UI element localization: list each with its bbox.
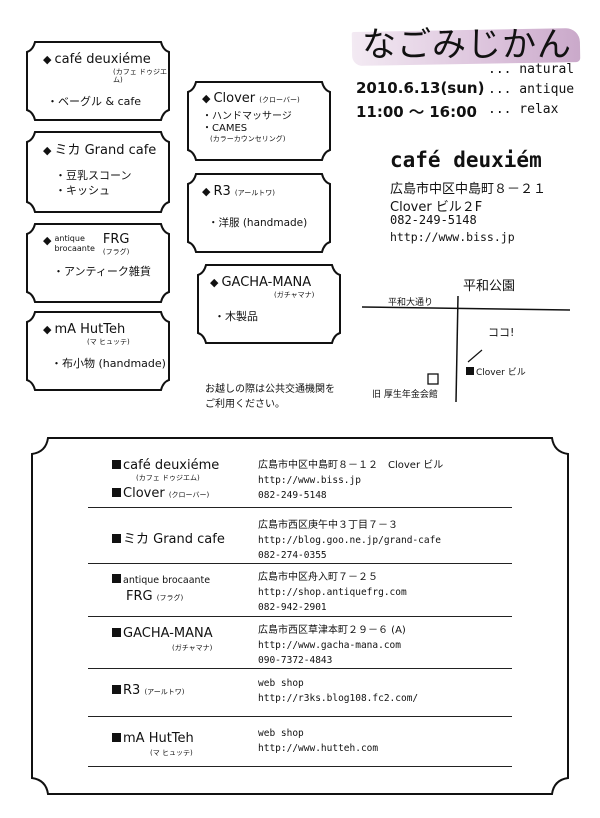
divider	[88, 507, 512, 508]
shop-name: R3	[213, 184, 231, 199]
tagline-natural: ... natural	[488, 62, 575, 77]
dir-name-mika: ミカ Grand cafe	[112, 532, 225, 548]
divider	[88, 563, 512, 564]
event-title: なごみじかん	[362, 25, 572, 65]
shop-tag-mika-grand-cafe: ◆ミカ Grand cafe ・豆乳スコーン ・キッシュ	[25, 130, 171, 214]
shop-item: ・ベーグル & cafe	[47, 95, 141, 108]
venue-phone: 082-249-5148	[390, 213, 477, 227]
map-building-label: Clover ビル	[476, 368, 526, 378]
map-park-label: 平和公園	[463, 279, 516, 294]
shop-item: ・豆乳スコーン	[55, 169, 132, 182]
venue-address: 広島市中区中島町８－２１	[390, 182, 547, 197]
map-here-label: ココ!	[488, 326, 515, 339]
shop-tag-cafe-deuxieme: ◆café deuxiéme (カフェ ドゥジエム) ・ベーグル & cafe	[25, 40, 171, 122]
dir-name-frg: FRG (フラグ)	[126, 589, 184, 604]
shop-name: FRG	[102, 232, 130, 247]
event-time: 11:00 ～ 16:00	[356, 103, 477, 121]
dir-addr-4: 広島市西区草津本町２９－６ (A) http://www.gacha-mana.…	[258, 625, 406, 666]
tagline-antique: ... antique	[488, 82, 575, 97]
dir-addr-1: 広島市中区中島町８－１２ Clover ビル http://www.biss.j…	[258, 460, 444, 501]
shop-name: GACHA-MANA	[221, 275, 312, 290]
transport-notice-1: お越しの際は公共交通機関を	[205, 384, 335, 395]
dir-name-cafe-deuxieme: café deuxiéme	[112, 458, 219, 474]
shop-prefix: brocaante	[54, 244, 95, 253]
divider	[88, 616, 512, 617]
shop-item: ・キッシュ	[55, 184, 110, 197]
dir-kana: (マ ヒュッテ)	[150, 749, 193, 757]
shop-tag-ma-hutteh: ◆mA HutTeh (マ ヒュッテ) ・布小物 (handmade)	[25, 310, 171, 392]
dir-name-gacha-mana: GACHA-MANA	[112, 626, 213, 642]
dir-name-clover: Clover (クローバー)	[112, 486, 209, 502]
divider	[88, 766, 512, 767]
dir-addr-3: 広島市中区舟入町７－２５ http://shop.antiquefrg.com …	[258, 572, 407, 613]
dir-name-frg-pre: antique brocaante	[112, 573, 210, 589]
dir-kana: (カフェ ドゥジエム)	[136, 474, 200, 482]
shop-name: Clover	[213, 91, 256, 106]
shop-item: ・ハンドマッサージ	[202, 111, 292, 122]
dir-addr-6: web shop http://www.hutteh.com	[258, 728, 379, 754]
divider	[88, 668, 512, 669]
venue-building: Clover ビル２F	[390, 200, 483, 215]
shop-name: mA HutTeh	[54, 322, 126, 337]
shop-item: ・布小物 (handmade)	[51, 357, 166, 370]
shop-kana: (フラグ)	[102, 248, 130, 256]
event-date: 2010.6.13(sun)	[356, 79, 485, 97]
shop-directory	[30, 436, 570, 796]
dir-addr-5: web shop http://r3ks.blog108.fc2.com/	[258, 678, 419, 704]
shop-kana: (マ ヒュッテ)	[87, 338, 130, 346]
divider	[88, 716, 512, 717]
dir-addr-2: 広島市西区庚午中３丁目７－３ http://blog.goo.ne.jp/gra…	[258, 520, 442, 561]
shop-kana: (クローバー)	[259, 96, 300, 104]
dir-name-r3: R3 (アールトワ)	[112, 683, 185, 699]
access-map	[361, 295, 571, 403]
shop-name: ミカ Grand cafe	[54, 143, 157, 158]
tagline-relax: ... relax	[488, 102, 559, 117]
shop-tag-frg: ◆ antique brocaante FRG (フラグ) ・アンティーク雑貨	[25, 222, 171, 304]
shop-item: (カラーカウンセリング)	[210, 135, 286, 143]
shop-item: ・CAMES	[202, 123, 248, 134]
shop-kana: (アールトワ)	[234, 189, 275, 197]
shop-item: ・木製品	[214, 310, 258, 323]
map-hall-label: 旧 厚生年金会館	[372, 390, 438, 400]
shop-kana: (カフェ ドゥジエム)	[113, 68, 167, 84]
dir-kana: (ガチャマナ)	[172, 644, 213, 652]
shop-prefix: antique	[54, 234, 85, 243]
dir-name-ma-hutteh: mA HutTeh	[112, 731, 194, 747]
venue-name: café deuxiém	[390, 148, 542, 172]
shop-item: ・アンティーク雑貨	[53, 265, 151, 278]
shop-kana: (ガチャマナ)	[274, 291, 315, 299]
map-street-label: 平和大通り	[388, 298, 434, 308]
shop-item: ・洋服 (handmade)	[208, 217, 308, 229]
shop-name: café deuxiéme	[54, 52, 151, 67]
shop-tag-clover: ◆Clover (クローバー) ・ハンドマッサージ ・CAMES (カラーカウン…	[186, 80, 332, 162]
shop-tag-gacha-mana: ◆GACHA-MANA (ガチャマナ) ・木製品	[196, 263, 342, 345]
venue-url[interactable]: http://www.biss.jp	[390, 230, 515, 244]
shop-tag-r3: ◆R3 (アールトワ) ・洋服 (handmade)	[186, 172, 332, 254]
transport-notice-2: ご利用ください。	[205, 399, 285, 410]
